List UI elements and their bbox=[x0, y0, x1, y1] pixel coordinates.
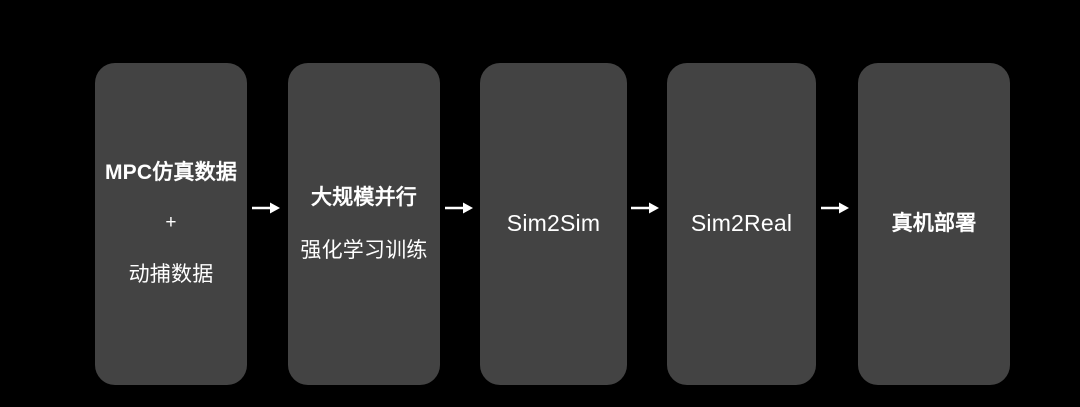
stage-label-real-robot-deployment: 真机部署 bbox=[891, 212, 977, 236]
stage-label-reinforcement-learning-training: 强化学习训练 bbox=[300, 239, 428, 262]
stage-box-deployment: 真机部署 bbox=[858, 63, 1010, 385]
stage-box-data-sources: MPC仿真数据 + 动捕数据 bbox=[95, 63, 247, 385]
stage-label-sim2sim: Sim2Sim bbox=[506, 210, 601, 237]
stage-label-sim2real: Sim2Real bbox=[690, 210, 793, 237]
stage-box-sim2real: Sim2Real bbox=[667, 63, 816, 385]
stage-box-sim2sim: Sim2Sim bbox=[480, 63, 627, 385]
arrow-right-icon bbox=[444, 197, 474, 219]
stage-label-mpc-sim-data: MPC仿真数据 bbox=[104, 161, 238, 185]
arrow-right-icon bbox=[630, 197, 660, 219]
arrow-right-icon bbox=[820, 197, 850, 219]
stage-label-plus-operator: + bbox=[165, 211, 177, 233]
arrow-right-icon bbox=[251, 197, 281, 219]
stage-box-training: 大规模并行 强化学习训练 bbox=[288, 63, 440, 385]
stage-label-motion-capture-data: 动捕数据 bbox=[128, 263, 214, 287]
stage-label-large-scale-parallel: 大规模并行 bbox=[311, 185, 417, 209]
